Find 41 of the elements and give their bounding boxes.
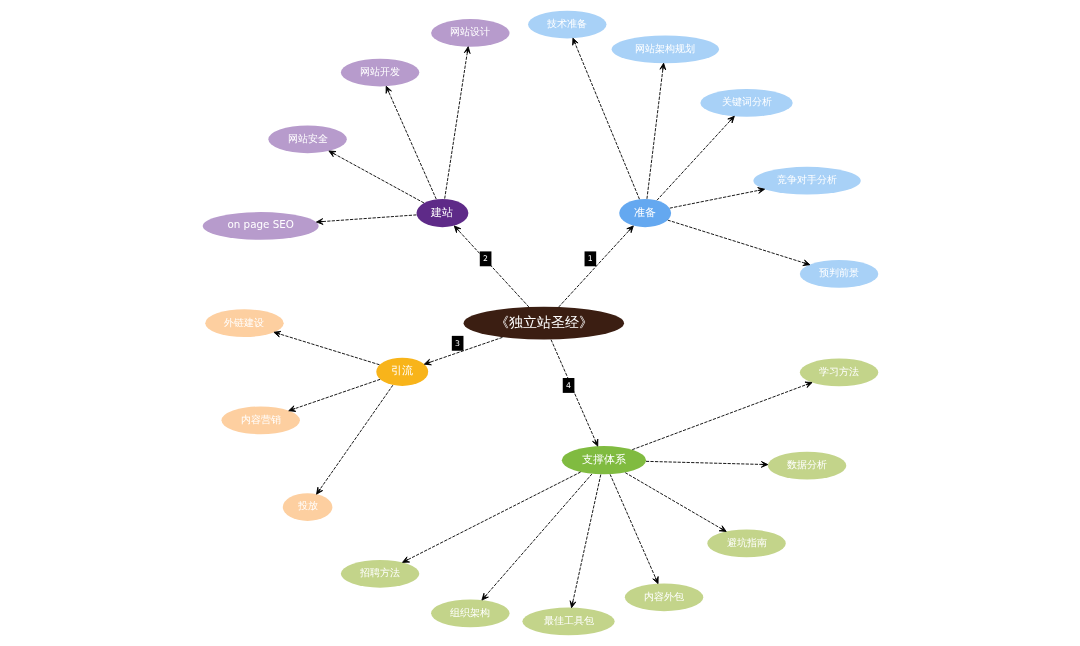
node-ellipse: 《独立站圣经》: [463, 306, 624, 340]
node-ellipse: 最佳工具包: [521, 607, 615, 636]
arrow: [631, 381, 812, 451]
node-ellipse: 关键词分析: [699, 89, 793, 117]
node-ellipse: 避坑指南: [706, 529, 786, 558]
node-ellipse: 内容外包: [624, 583, 703, 612]
node-ellipse: 网站设计: [430, 19, 510, 47]
arrow: [668, 187, 765, 209]
node-ellipse: 准备: [618, 198, 671, 228]
arrow: [315, 214, 417, 225]
node-ellipse: 引流: [375, 357, 428, 386]
arrow: [401, 471, 581, 563]
node-ellipse: 网站安全: [267, 125, 347, 154]
arrow: [645, 460, 768, 468]
arrow: [609, 473, 659, 585]
arrow: [385, 85, 437, 200]
node-ellipse: 招聘方法: [340, 559, 419, 588]
arrow: [273, 330, 380, 366]
arrow: [550, 339, 598, 447]
node-ellipse: 投放: [282, 493, 332, 521]
arrow: [666, 219, 810, 266]
node-ellipse: 网站开发: [340, 58, 419, 87]
node-ellipse: 数据分析: [767, 451, 846, 480]
arrow: [328, 150, 424, 204]
node-ellipse: 技术准备: [527, 10, 606, 39]
arrow: [315, 384, 393, 495]
arrow: [443, 46, 471, 200]
arrow: [453, 225, 529, 308]
node-ellipse: 网站架构规划: [611, 35, 719, 64]
arrow: [571, 37, 640, 200]
node-ellipse: 建站: [416, 198, 468, 228]
node-ellipse: 支撑体系: [561, 446, 646, 475]
arrow: [557, 225, 634, 308]
node-ellipse: on page SEO: [202, 212, 319, 240]
arrow: [569, 474, 601, 609]
node-ellipse: 组织架构: [430, 599, 510, 628]
arrow: [624, 472, 727, 532]
arrow: [645, 62, 666, 200]
arrow: [480, 473, 592, 601]
arrow: [287, 378, 381, 412]
arrow: [656, 115, 735, 201]
